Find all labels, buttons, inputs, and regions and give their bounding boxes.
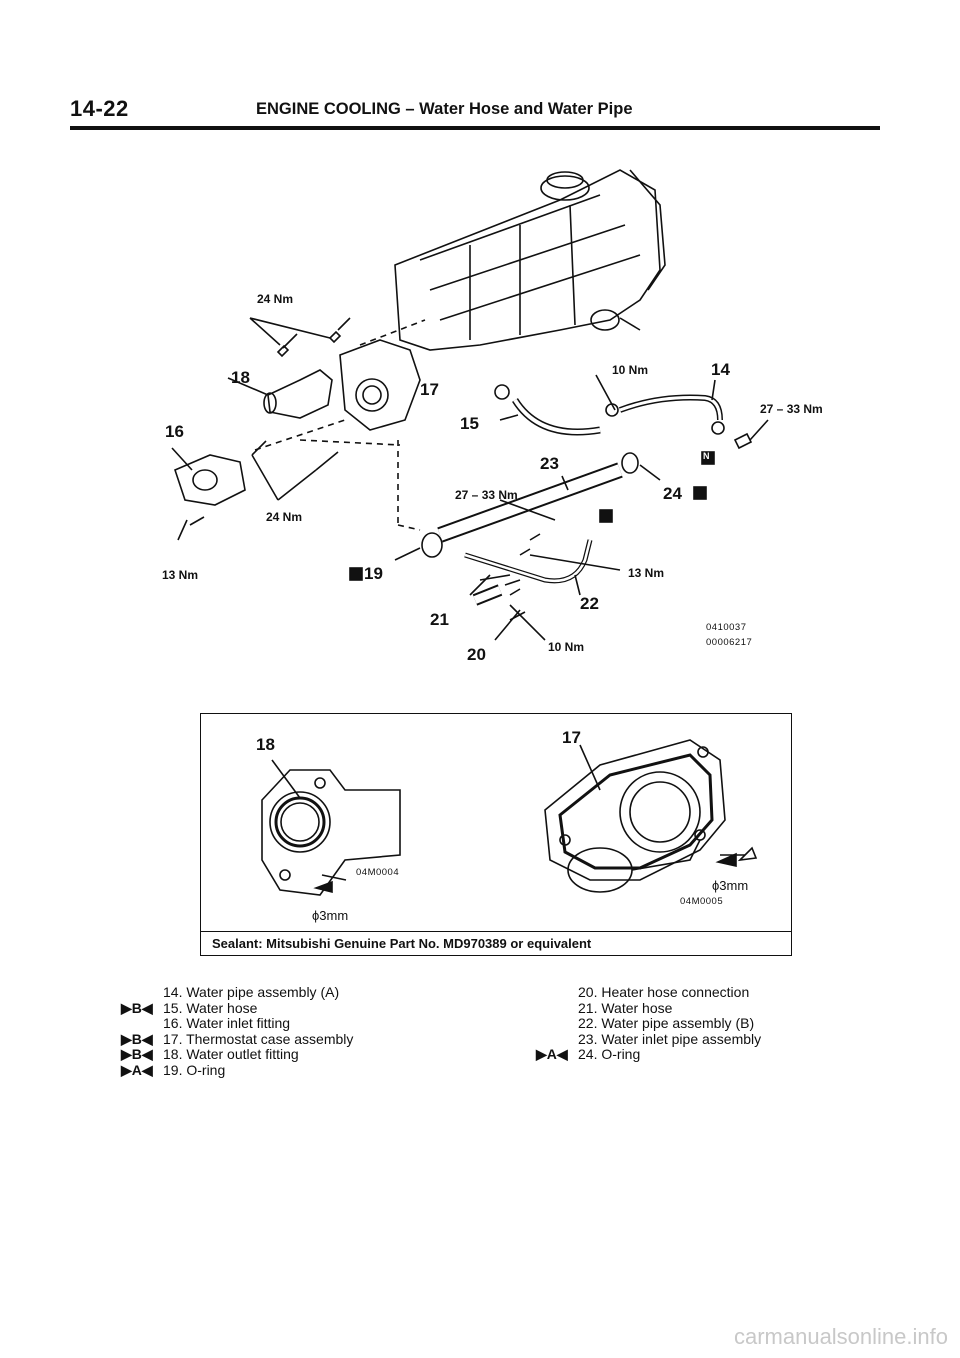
callout-19: 19 <box>364 564 383 583</box>
torque-10nm-top: 10 Nm <box>612 363 649 377</box>
callout-22: 22 <box>580 594 599 613</box>
list-item: ▶A◀19. O-ring <box>121 1061 226 1078</box>
torque-13nm-right: 13 Nm <box>628 566 665 580</box>
torque-27-33nm-right: 27 – 33 Nm <box>760 402 823 416</box>
callout-20: 20 <box>467 645 486 664</box>
list-item: 23. Water inlet pipe assembly <box>578 1030 762 1047</box>
detail-code-left: 04M0004 <box>356 867 400 878</box>
page-number: 14-22 <box>70 96 129 121</box>
list-item: 14. Water pipe assembly (A) <box>163 984 340 1000</box>
n-marker-box-3 <box>349 567 363 581</box>
water-inlet-fitting <box>174 454 246 506</box>
torque-27-33nm-mid: 27 – 33 Nm <box>455 488 518 502</box>
callout-14: 14 <box>711 360 730 379</box>
list-item: 21. Water hose <box>578 999 673 1016</box>
callout-21: 21 <box>430 610 449 629</box>
callout-23: 23 <box>540 454 559 473</box>
parts-list-right: 20. Heater hose connection 21. Water hos… <box>536 984 762 1063</box>
thermostat-case <box>339 339 421 431</box>
parts-list-left: 14. Water pipe assembly (A) ▶B◀15. Water… <box>121 984 354 1078</box>
detail-callout-17: 17 <box>562 728 581 747</box>
list-item: ▶B◀17. Thermostat case assembly <box>121 1030 354 1047</box>
n-marker-box-1 <box>701 451 715 465</box>
callout-24: 24 <box>663 484 682 503</box>
figure-code-1: 0410037 <box>706 622 747 633</box>
engine-block <box>394 169 661 351</box>
torque-24nm-top: 24 Nm <box>257 292 294 306</box>
watermark: carmanualsonline.info <box>733 1324 948 1349</box>
callout-18: 18 <box>231 368 250 387</box>
callout-17: 17 <box>420 380 439 399</box>
filler-cap <box>540 175 590 201</box>
list-item: ▶A◀24. O-ring <box>536 1046 641 1062</box>
list-item: 22. Water pipe assembly (B) <box>578 1015 755 1031</box>
page-title: ENGINE COOLING – Water Hose and Water Pi… <box>256 100 633 118</box>
callout-16: 16 <box>165 422 184 441</box>
water-outlet-fitting <box>267 369 333 419</box>
detail-callout-18: 18 <box>256 735 275 754</box>
n-marker-box-4 <box>693 486 707 500</box>
header-rule <box>70 126 880 130</box>
bead-size-left: ϕ3mm <box>312 908 349 923</box>
list-item: 16. Water inlet fitting <box>163 1015 291 1031</box>
sealant-caption: Sealant: Mitsubishi Genuine Part No. MD9… <box>200 931 792 956</box>
sealant-detail-box <box>200 713 792 956</box>
n-marker-label: N <box>703 451 710 461</box>
list-item: 20. Heater hose connection <box>578 984 750 1000</box>
torque-10nm-bottom: 10 Nm <box>548 640 585 654</box>
torque-24nm-mid: 24 Nm <box>266 510 303 524</box>
detail-code-right: 04M0005 <box>680 896 724 907</box>
figure-code-2: 00006217 <box>706 637 753 648</box>
n-marker-box-2 <box>599 509 613 523</box>
callout-15: 15 <box>460 414 479 433</box>
list-item: ▶B◀15. Water hose <box>121 999 258 1016</box>
torque-13nm-left: 13 Nm <box>162 568 199 582</box>
bead-size-right: ϕ3mm <box>712 878 749 893</box>
list-item: ▶B◀18. Water outlet fitting <box>121 1046 299 1062</box>
